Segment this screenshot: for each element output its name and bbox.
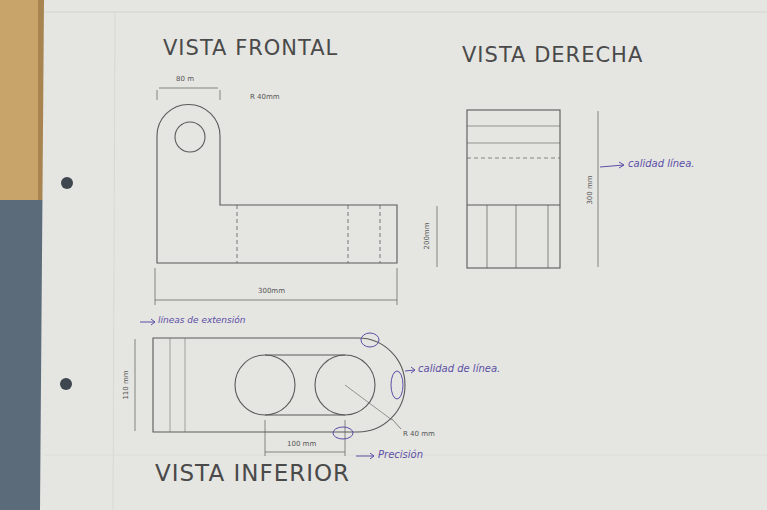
dimension: 300mm [258, 288, 285, 295]
radius-note: R 40mm [250, 94, 280, 101]
dimension: 300 mm [587, 175, 594, 204]
correction-note: calidad línea. [628, 159, 695, 169]
dimension: 110 mm [123, 370, 130, 399]
dimension: 80 m [176, 76, 194, 83]
correction-note: calidad de línea. [418, 364, 500, 374]
dimension: 200mm [424, 223, 431, 250]
dimension: 100 mm [287, 441, 316, 448]
correction-note: Precisión [378, 450, 423, 460]
view-title: VISTA FRONTAL [163, 38, 338, 59]
correction-note: líneas de extensión [158, 316, 245, 325]
view-title: VISTA DERECHA [462, 45, 643, 66]
view-title: VISTA INFERIOR [155, 462, 350, 485]
radius-note: R 40 mm [403, 431, 435, 438]
